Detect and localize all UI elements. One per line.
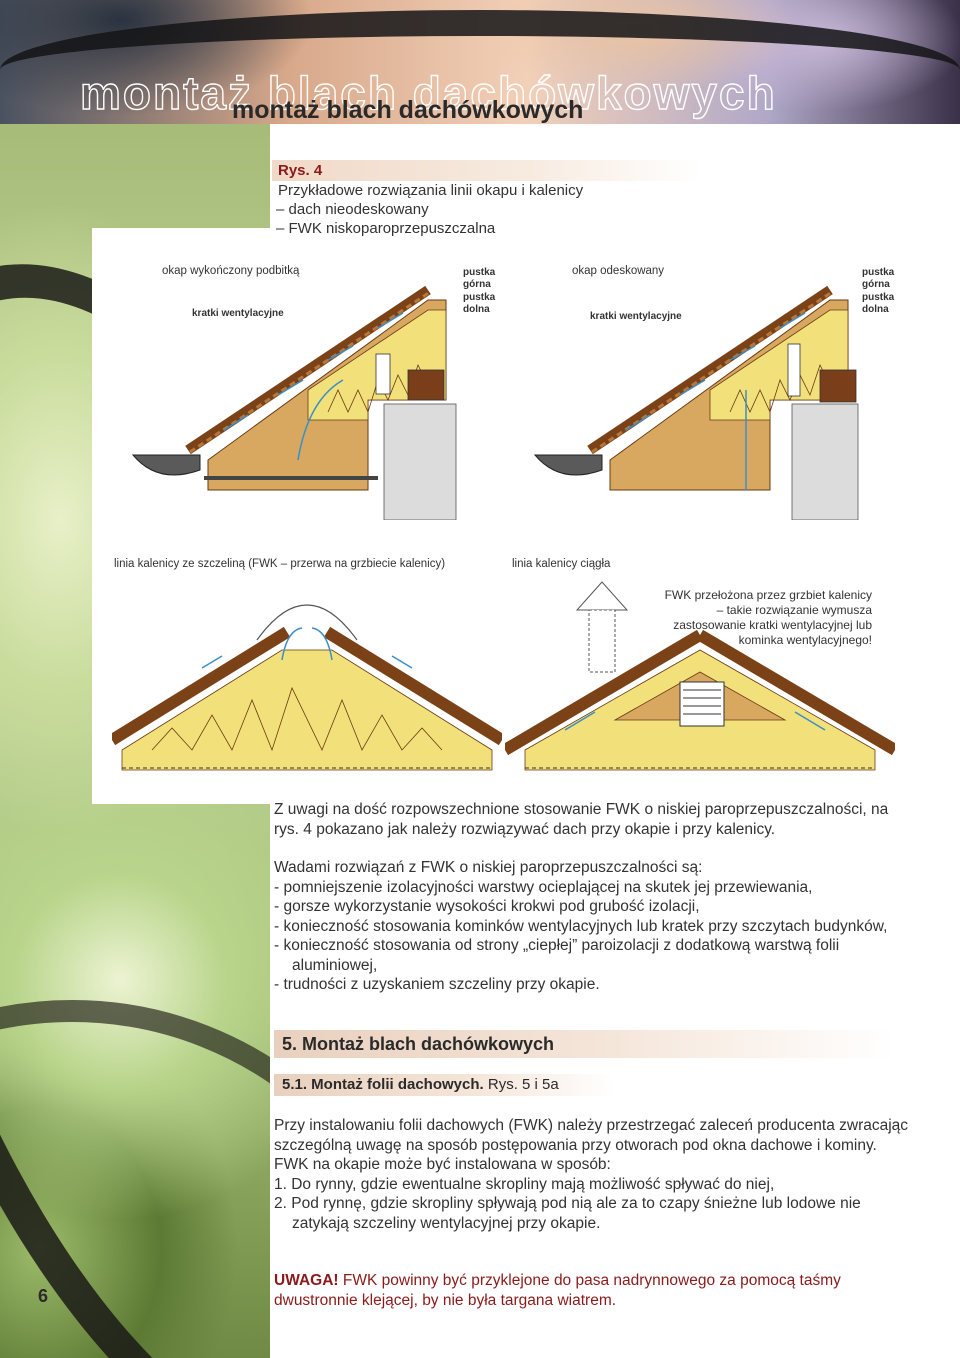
intro-paragraph: Z uwagi na dość rozpowszechnione stosowa… [274, 801, 889, 838]
subsection-title-text: 5.1. Montaż folii dachowych. [282, 1076, 484, 1093]
vent-grate-label: kratki wentylacyjne [192, 308, 284, 319]
install-intro: FWK na okapie może być instalowana w spo… [274, 1156, 611, 1173]
drawbacks-block: Wadami rozwiązań z FWK o niskiej paroprz… [274, 858, 914, 995]
ridge-continuous-label: linia kalenicy ciągła [512, 558, 611, 570]
header-title-outline: montaż blach dachówkowych [79, 66, 777, 119]
figure-caption: Rys. 4 Przykładowe rozwiązania linii oka… [272, 160, 702, 238]
subsection-ref: Rys. 5 i 5a [487, 1076, 559, 1093]
drawback-item: - konieczność stosowania kominków wentyl… [274, 917, 888, 935]
figure-label: Rys. 4 [272, 160, 702, 181]
warning-label: UWAGA! [274, 1272, 339, 1289]
eave-diagram-left [131, 285, 457, 520]
drawback-item: - gorsze wykorzystanie wysokości krokwi … [274, 898, 700, 915]
section-title: 5. Montaż blach dachówkowych [274, 1030, 894, 1058]
upper-gap-label: pustka górna [862, 267, 895, 290]
upper-gap-label: pustka górna [463, 267, 496, 290]
fwk-note: FWK przełożona przez grzbiet kalenicy – … [664, 588, 872, 647]
caption-line: – FWK niskoparoprzepuszczalna [276, 220, 496, 237]
install-option: 2. Pod rynnę, gdzie skropliny spływają p… [274, 1195, 861, 1232]
ridge-diagram-continuous [505, 581, 895, 771]
install-block: Przy instalowaniu folii dachowych (FWK) … [274, 1116, 914, 1233]
lower-gap-label: pustka dolna [862, 292, 895, 315]
page-number: 6 [38, 1286, 49, 1306]
install-option: 1. Do rynny, gdzie ewentualne skropliny … [274, 1175, 775, 1193]
warning-block: UWAGA! FWK powinny być przyklejone do pa… [274, 1271, 914, 1310]
warning-text: FWK powinny być przyklejone do pasa nadr… [274, 1272, 841, 1309]
eave-right-label: okap odeskowany [572, 265, 665, 277]
vent-grate-label: kratki wentylacyjne [590, 311, 682, 322]
install-paragraph: Przy instalowaniu folii dachowych (FWK) … [274, 1117, 909, 1154]
eave-diagram-right [533, 285, 859, 520]
caption-line: Przykładowe rozwiązania linii okapu i ka… [278, 182, 584, 199]
caption-line: – dach nieodeskowany [276, 201, 429, 218]
lower-gap-label: pustka dolna [463, 292, 496, 315]
drawbacks-intro: Wadami rozwiązań z FWK o niskiej paroprz… [274, 859, 703, 876]
drawback-item: - konieczność stosowania od strony „ciep… [274, 937, 840, 974]
ridge-diagram-gap [112, 604, 502, 771]
header-title: montaż blach dachówkowych [232, 96, 584, 124]
drawback-item: - pomniejszenie izolacyjności warstwy oc… [274, 878, 813, 896]
drawback-item: - trudności z uzyskaniem szczeliny przy … [274, 976, 600, 993]
ridge-gap-label: linia kalenicy ze szczeliną (FWK – przer… [114, 558, 446, 570]
eave-left-label: okap wykończony podbitką [162, 265, 300, 277]
header-photo [0, 0, 960, 124]
subsection-title: 5.1. Montaż folii dachowych. Rys. 5 i 5a [274, 1074, 614, 1096]
